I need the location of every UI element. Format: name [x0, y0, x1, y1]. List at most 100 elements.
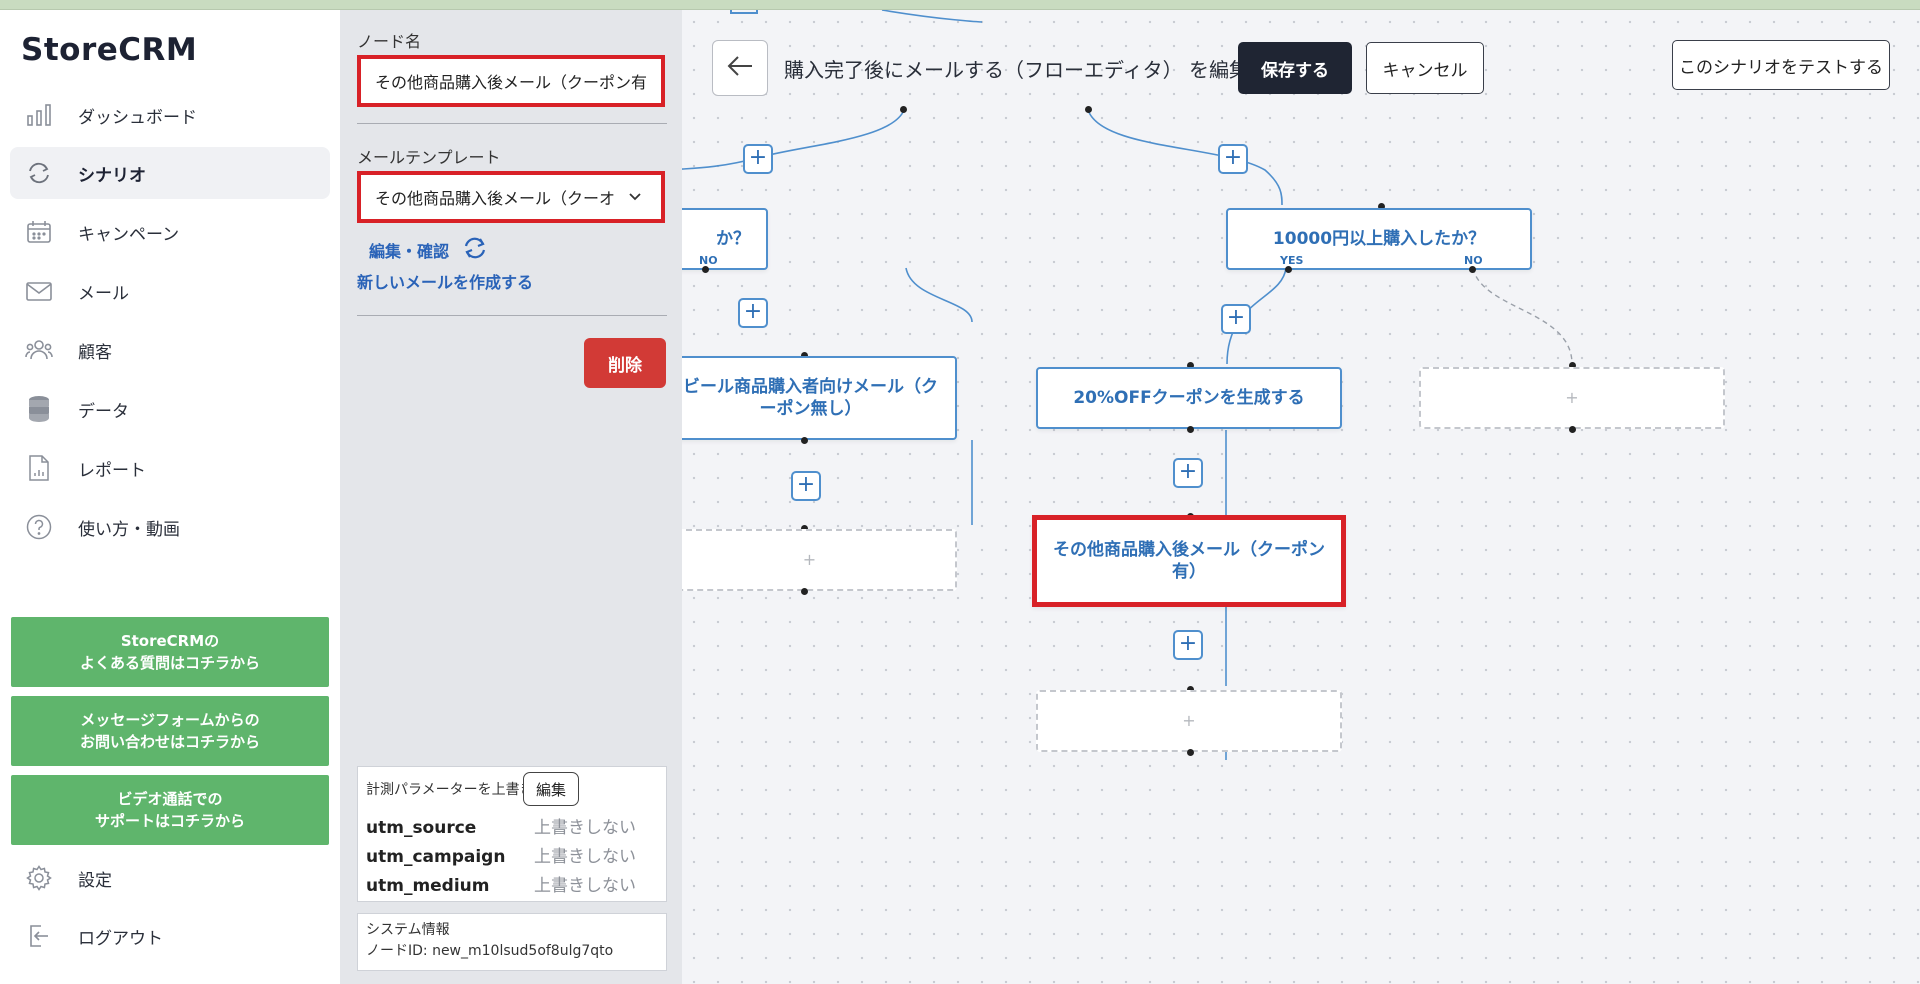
system-info-title: システム情報 — [366, 922, 450, 938]
mail-template-label: メールテンプレート — [357, 148, 501, 167]
connector-dot — [1378, 203, 1385, 210]
add-step-button[interactable]: + — [1218, 144, 1248, 174]
connector-dot — [1187, 362, 1194, 369]
edit-confirm-link[interactable]: 編集・確認 — [369, 242, 450, 261]
empty-step-slot[interactable]: + — [1419, 367, 1725, 429]
node-name-input[interactable]: その他商品購入後メール（クーポン有 — [357, 55, 665, 107]
partial-plus-button[interactable] — [730, 10, 758, 14]
connector-dot — [1569, 426, 1576, 433]
sidebar-item-label: 使い方・動画 — [78, 519, 180, 540]
empty-plus-label: + — [1182, 711, 1196, 730]
empty-step-slot[interactable]: + — [682, 529, 957, 591]
back-button[interactable] — [712, 40, 768, 96]
node-name-value: その他商品購入後メール（クーポン有 — [375, 73, 648, 92]
promo-line: ビデオ通話での — [117, 790, 223, 808]
add-step-button[interactable]: + — [1173, 630, 1203, 660]
sidebar-item-help[interactable]: 使い方・動画 — [10, 501, 330, 553]
divider — [357, 123, 667, 124]
video-support-promo-button[interactable]: ビデオ通話での サポートはコチラから — [11, 775, 329, 845]
cancel-button[interactable]: キャンセル — [1366, 42, 1484, 94]
param-value: 上書きしない — [534, 847, 636, 867]
chevron-down-icon — [627, 189, 643, 209]
param-row: utm_source 上書きしない — [366, 813, 636, 838]
refresh-icon[interactable] — [462, 235, 488, 265]
promo-line: StoreCRMの — [120, 632, 220, 650]
contact-form-promo-button[interactable]: メッセージフォームからの お問い合わせはコチラから — [11, 696, 329, 766]
param-key: utm_source — [366, 818, 477, 838]
faq-promo-button[interactable]: StoreCRMの よくある質問はコチラから — [11, 617, 329, 687]
editor-title: 購入完了後にメールする（フローエディタ） を編集中 — [784, 58, 1269, 82]
system-info-box: システム情報 ノードID: new_m10lsud5of8ulg7qto — [357, 913, 667, 971]
sidebar-item-label: レポート — [78, 460, 146, 481]
sidebar-item-label: キャンペーン — [78, 224, 180, 245]
connector-dot — [801, 525, 808, 532]
sidebar-item-data[interactable]: データ — [10, 383, 330, 435]
connector-dot — [1187, 686, 1194, 693]
divider — [357, 315, 667, 316]
add-step-button[interactable]: + — [791, 471, 821, 501]
calendar-icon — [24, 217, 54, 247]
node-name-label: ノード名 — [357, 32, 422, 51]
sidebar-item-scenario[interactable]: シナリオ — [10, 147, 330, 199]
database-icon — [24, 394, 54, 424]
connector-dot — [1187, 426, 1194, 433]
bar-chart-icon — [24, 100, 54, 130]
connector-dot — [702, 266, 709, 273]
add-step-button[interactable]: + — [743, 144, 773, 174]
sidebar-item-logout[interactable]: ログアウト — [10, 910, 330, 962]
connector-dot — [1569, 362, 1576, 369]
flow-node-beer-mail[interactable]: ビール商品購入者向けメール（クーポン無し） — [682, 356, 957, 440]
flow-node-condition[interactable]: 10000円以上購入したか？ — [1226, 208, 1532, 270]
sidebar-item-label: データ — [78, 401, 129, 422]
sidebar-item-mail[interactable]: メール — [10, 265, 330, 317]
flow-node-condition-left[interactable]: か？ — [682, 208, 768, 270]
mail-icon — [24, 276, 54, 306]
empty-step-slot[interactable]: + — [1036, 690, 1342, 752]
add-step-button[interactable]: + — [1221, 304, 1251, 334]
new-mail-link[interactable]: 新しいメールを作成する — [357, 273, 534, 292]
sidebar-item-settings[interactable]: 設定 — [10, 852, 330, 904]
flow-canvas[interactable]: + + + + + + + か？ NO ビール商品購入者向けメール（クーポン無し… — [682, 10, 1920, 984]
users-icon — [24, 335, 54, 365]
sidebar-item-dashboard[interactable]: ダッシュボード — [10, 89, 330, 141]
sidebar-item-label: メール — [78, 283, 129, 304]
sidebar-item-report[interactable]: レポート — [10, 442, 330, 494]
delete-button[interactable]: 削除 — [584, 338, 666, 388]
connector-dot — [801, 588, 808, 595]
param-row: utm_campaign 上書きしない — [366, 842, 636, 867]
connector-dot — [1469, 266, 1476, 273]
params-edit-button[interactable]: 編集 — [523, 772, 579, 806]
sidebar-item-label: 顧客 — [78, 342, 112, 363]
mail-template-select[interactable]: その他商品購入後メール（クーオ — [357, 171, 665, 223]
add-step-button[interactable]: + — [1173, 458, 1203, 488]
gear-icon — [24, 863, 54, 893]
param-value: 上書きしない — [534, 818, 636, 838]
connector-dot — [1187, 749, 1194, 756]
sidebar-item-label: ダッシュボード — [78, 107, 197, 128]
promo-line: よくある質問はコチラから — [79, 654, 260, 672]
flow-node-selected-mail[interactable]: その他商品購入後メール（クーポン有） — [1032, 515, 1346, 607]
param-key: utm_campaign — [366, 847, 506, 867]
flow-node-label: 20%OFFクーポンを生成する — [1073, 388, 1305, 408]
promo-line: お問い合わせはコチラから — [79, 733, 260, 751]
flow-node-label: その他商品購入後メール（クーポン有） — [1053, 540, 1325, 582]
sidebar-item-campaign[interactable]: キャンペーン — [10, 206, 330, 258]
help-icon — [24, 512, 54, 542]
add-step-button[interactable]: + — [738, 298, 768, 328]
flow-node-label: か？ — [716, 229, 750, 249]
test-scenario-button[interactable]: このシナリオをテストする — [1672, 40, 1890, 90]
connector-dot — [1285, 266, 1292, 273]
app-logo: StoreCRM — [21, 32, 198, 68]
sidebar-item-customers[interactable]: 顧客 — [10, 324, 330, 376]
refresh-icon — [24, 158, 54, 188]
connector-dot — [900, 106, 907, 113]
empty-plus-label: + — [802, 550, 817, 569]
flow-node-coupon[interactable]: 20%OFFクーポンを生成する — [1036, 367, 1342, 429]
save-button[interactable]: 保存する — [1238, 42, 1352, 94]
node-id-text: ノードID: new_m10lsud5of8ulg7qto — [366, 943, 614, 959]
promo-line: メッセージフォームからの — [80, 711, 260, 729]
branch-yes-label: YES — [1280, 254, 1304, 267]
logout-icon — [24, 921, 54, 951]
